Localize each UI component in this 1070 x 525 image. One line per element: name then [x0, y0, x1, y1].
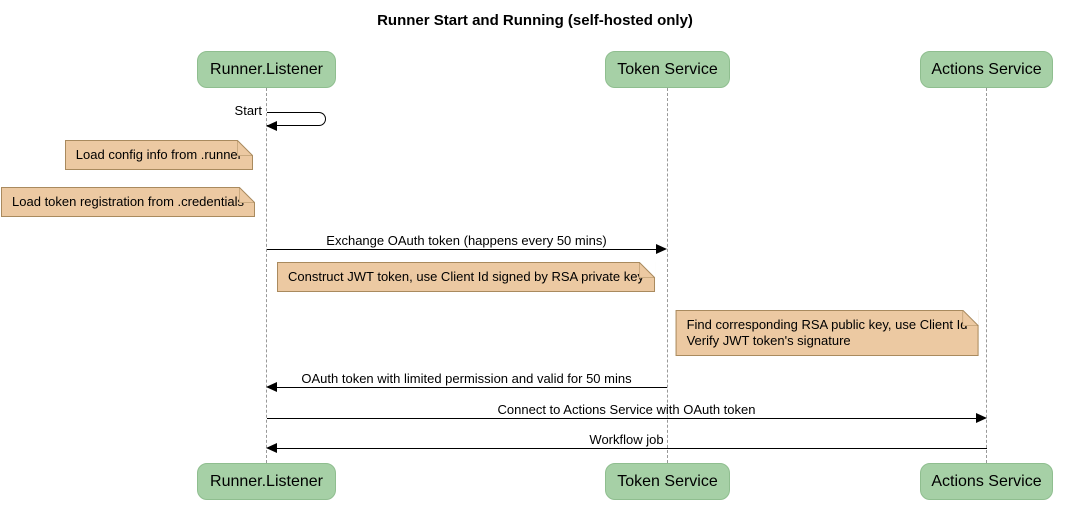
participant-runner-listener-bottom: Runner.Listener	[197, 463, 336, 500]
message-line-oauth-return	[276, 387, 667, 388]
arrowhead-workflow-job	[266, 443, 277, 453]
note-verify-jwt-line1: Find corresponding RSA public key, use C…	[686, 317, 968, 332]
note-load-token-text: Load token registration from .credential…	[12, 194, 244, 209]
participant-token-service-bottom: Token Service	[605, 463, 730, 500]
arrowhead-start	[266, 121, 277, 131]
arrowhead-oauth-return	[266, 382, 277, 392]
message-label-workflow-job: Workflow job	[589, 432, 664, 447]
note-verify-jwt: Find corresponding RSA public key, use C…	[675, 310, 979, 356]
participant-token-service-top: Token Service	[605, 51, 730, 88]
participant-runner-listener-top: Runner.Listener	[197, 51, 336, 88]
lifeline-token-service	[667, 88, 668, 463]
message-label-start: Start	[234, 103, 262, 118]
note-fold-icon	[962, 310, 979, 326]
lifeline-runner-listener	[266, 88, 267, 463]
arrowhead-connect	[976, 413, 987, 423]
message-label-oauth-return: OAuth token with limited permission and …	[301, 371, 632, 386]
note-fold-icon	[638, 262, 655, 278]
note-construct-jwt-text: Construct JWT token, use Client Id signe…	[288, 269, 644, 284]
participant-actions-service-bottom: Actions Service	[920, 463, 1053, 500]
diagram-title: Runner Start and Running (self-hosted on…	[377, 12, 693, 29]
message-line-exchange-oauth	[267, 249, 658, 250]
message-line-workflow-job	[276, 448, 987, 449]
participant-actions-service-top: Actions Service	[920, 51, 1053, 88]
note-construct-jwt: Construct JWT token, use Client Id signe…	[277, 262, 655, 292]
message-line-connect	[267, 418, 977, 419]
self-loop-start	[267, 112, 326, 126]
message-label-connect: Connect to Actions Service with OAuth to…	[497, 402, 756, 417]
note-load-config-text: Load config info from .runner	[75, 147, 242, 162]
note-load-token: Load token registration from .credential…	[1, 187, 255, 217]
note-fold-icon	[237, 140, 253, 156]
message-label-exchange-oauth: Exchange OAuth token (happens every 50 m…	[326, 233, 607, 248]
note-verify-jwt-line2: Verify JWT token's signature	[686, 333, 851, 348]
note-fold-icon	[239, 187, 255, 203]
lifeline-actions-service	[986, 88, 987, 463]
arrowhead-exchange-oauth	[656, 244, 667, 254]
note-load-config: Load config info from .runner	[64, 140, 253, 170]
